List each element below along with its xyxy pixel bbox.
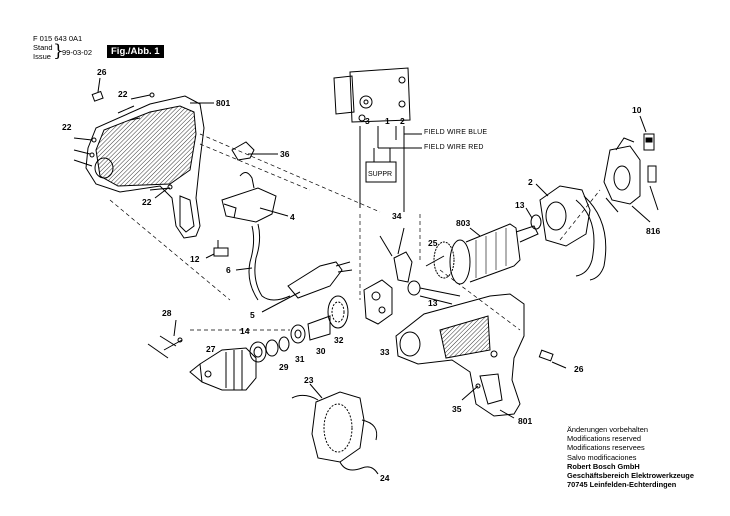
label-35: 35 xyxy=(452,404,462,414)
bearing-13-lower xyxy=(407,280,461,305)
stator-23 xyxy=(291,383,379,475)
washers-29-30-31 xyxy=(265,324,306,357)
label-24: 24 xyxy=(380,473,390,483)
label-5: 5 xyxy=(250,310,255,320)
label-803: 803 xyxy=(456,218,470,228)
brush-holder-816 xyxy=(603,137,641,213)
footer-line-fr: Modifications reservees xyxy=(567,443,645,453)
terminal-2: 2 xyxy=(400,116,405,126)
label-801-top: 801 xyxy=(216,98,230,108)
label-25: 25 xyxy=(428,238,438,248)
screw-35 xyxy=(461,383,481,401)
cable-clip-12 xyxy=(205,240,229,259)
label-30: 30 xyxy=(316,346,326,356)
label-34: 34 xyxy=(392,211,402,221)
label-10: 10 xyxy=(632,105,642,115)
bracket-34 xyxy=(379,227,413,283)
wiring-diagram xyxy=(333,67,422,212)
label-26-top: 26 xyxy=(97,67,107,77)
bearing-plate-33 xyxy=(363,279,393,325)
footer-division: Geschäftsbereich Elektrowerkzeuge xyxy=(567,471,694,481)
label-12: 12 xyxy=(190,254,200,264)
label-816: 816 xyxy=(646,226,660,236)
footer-line-de: Änderungen vorbehalten xyxy=(567,425,648,434)
gear-25 xyxy=(425,241,455,279)
label-31: 31 xyxy=(295,354,305,364)
screws-22 xyxy=(73,92,173,199)
label-28: 28 xyxy=(162,308,172,318)
brush-10 xyxy=(631,115,659,223)
assembly-lines xyxy=(109,133,601,331)
screw-26-bottom xyxy=(538,349,567,369)
label-13-upper: 13 xyxy=(515,200,525,210)
suppressor-label: SUPPR xyxy=(368,171,392,178)
label-22-top: 22 xyxy=(118,89,128,99)
footer-line-en: Modifications reserved xyxy=(567,434,641,444)
label-27: 27 xyxy=(206,344,216,354)
brush-holder-36 xyxy=(231,141,278,161)
label-22-bottom: 22 xyxy=(142,197,152,207)
label-22-left: 22 xyxy=(62,122,72,132)
label-6: 6 xyxy=(226,265,231,275)
footer-notice: Änderungen vorbehalten Modifications res… xyxy=(567,425,694,489)
document-number: F 015 643 0A1 xyxy=(33,34,83,43)
housing-half-rear xyxy=(85,95,205,239)
housing-half-front xyxy=(395,293,525,419)
field-wire-blue-label: FIELD WIRE BLUE xyxy=(424,129,487,136)
terminal-3: 3 xyxy=(365,116,370,126)
label-33: 33 xyxy=(380,347,390,357)
chuck-27 xyxy=(189,347,257,391)
switch-4 xyxy=(221,172,289,223)
label-32: 32 xyxy=(334,335,344,345)
issue-label: Issue xyxy=(33,51,51,61)
field-wire-red-label: FIELD WIRE RED xyxy=(424,144,484,151)
chuck-key-28 xyxy=(147,319,183,359)
brace-glyph: } xyxy=(53,41,64,61)
label-26-bottom: 26 xyxy=(574,364,584,374)
issue-date: 99-03-02 xyxy=(62,48,93,57)
plug-5 xyxy=(261,261,353,313)
armature-803 xyxy=(449,223,539,285)
label-4: 4 xyxy=(290,212,295,222)
label-14: 14 xyxy=(240,326,250,336)
footer-company: Robert Bosch GmbH xyxy=(567,461,640,471)
label-13-lower: 13 xyxy=(428,298,438,308)
terminal-1: 1 xyxy=(385,116,390,126)
footer-line-es: Salvo modificaciones xyxy=(567,452,637,462)
spindle-gear-32 xyxy=(307,295,349,341)
stand-label: Stand xyxy=(33,43,53,52)
stand-issue-labels: Stand Issue xyxy=(33,43,53,61)
screw-26-top xyxy=(91,77,104,102)
footer-address: 70745 Leinfelden-Echterdingen xyxy=(567,480,677,490)
power-cord-6 xyxy=(235,223,291,301)
bearing-13-upper xyxy=(525,207,542,230)
label-801-bottom: 801 xyxy=(518,416,532,426)
label-2: 2 xyxy=(528,177,533,187)
field-2 xyxy=(535,183,607,281)
figure-label: Fig./Abb. 1 xyxy=(107,45,164,58)
label-36: 36 xyxy=(280,149,290,159)
ring-14 xyxy=(249,341,267,363)
label-29: 29 xyxy=(279,362,289,372)
label-23: 23 xyxy=(304,375,314,385)
